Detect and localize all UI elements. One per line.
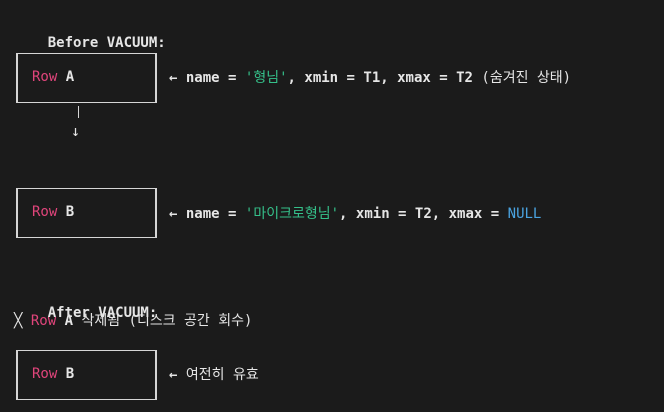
row-b-label: Row B (32, 204, 75, 220)
left-arrow-icon: ← (169, 70, 178, 86)
row-b-box: Row B (16, 188, 157, 238)
down-arrow-icon: ↓ (71, 122, 81, 140)
row-b-annotation: ← name = '마이크로형님', xmin = T2, xmax = NUL… (169, 206, 542, 222)
row-b-after-annotation: ← 여전히 유효 (169, 367, 259, 383)
row-a-label: Row A (32, 69, 75, 85)
after-heading: After VACUUM: (47, 305, 158, 321)
row-a-box: Row A (16, 53, 157, 103)
row-b-name-value: '마이크로형님' (244, 206, 340, 222)
row-b-after-label: Row B (32, 366, 75, 382)
null-value: NULL (507, 206, 542, 222)
row-a-name-value: '형님' (244, 70, 288, 86)
row-b-after-box: Row B (16, 350, 157, 400)
cross-icon: ╳ (14, 313, 23, 329)
left-arrow-icon: ← (169, 367, 178, 383)
deleted-row-line: ╳ Row A 삭제됨 (디스크 공간 회수) (14, 313, 253, 329)
left-arrow-icon: ← (169, 206, 178, 222)
before-heading: Before VACUUM: (47, 35, 166, 51)
connector-line (78, 106, 79, 118)
row-a-annotation: ← name = '형님', xmin = T1, xmax = T2 (숨겨진… (169, 70, 572, 86)
